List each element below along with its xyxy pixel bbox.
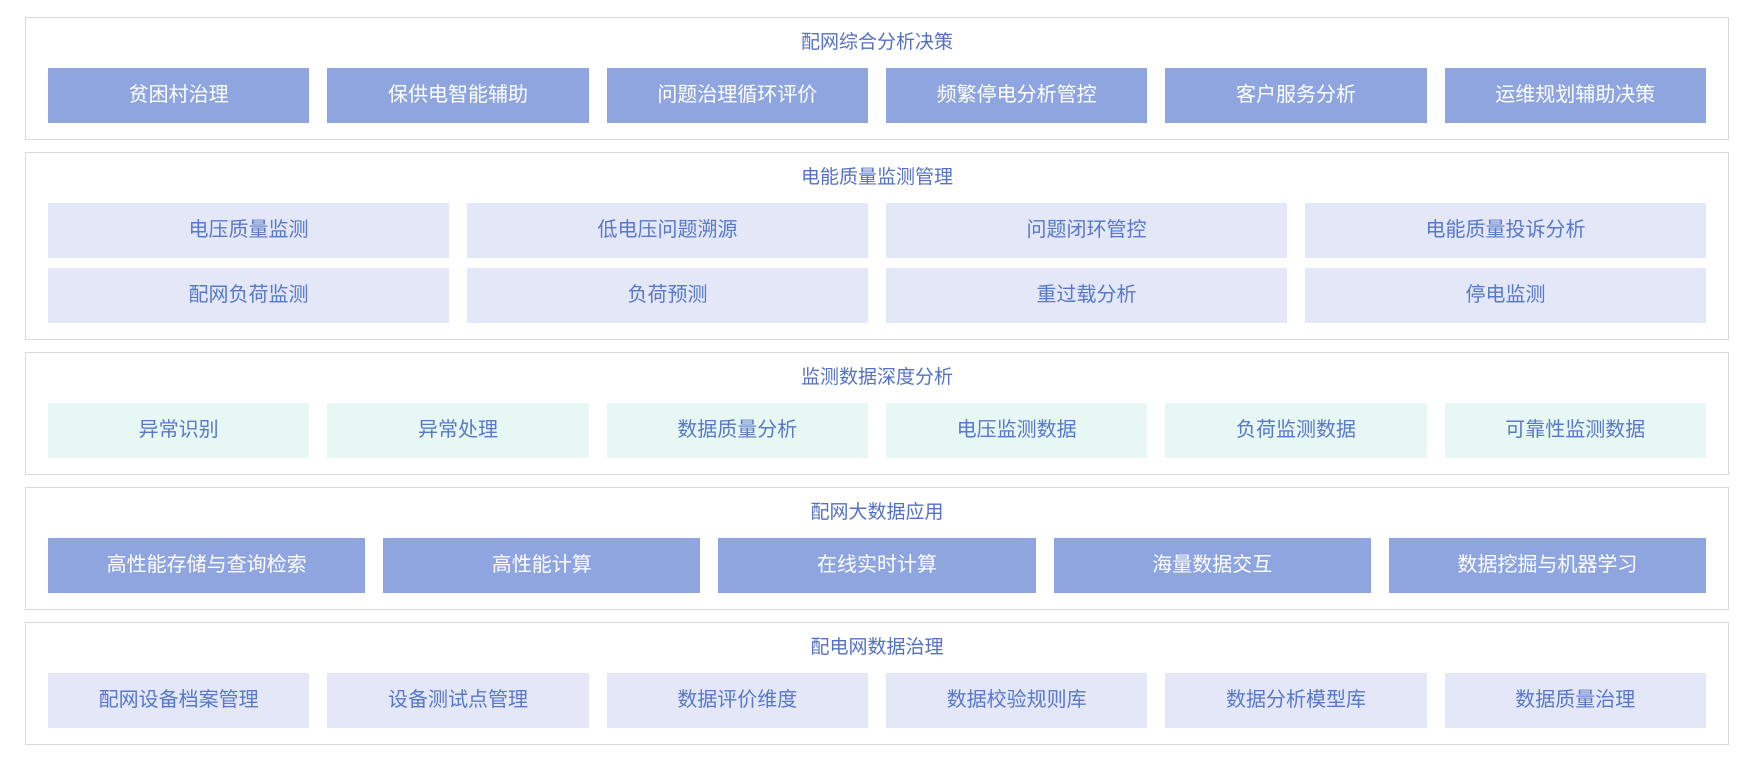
module-button[interactable]: 可靠性监测数据 [1444,403,1706,458]
module-button[interactable]: 问题治理循环评价 [606,68,868,123]
module-button[interactable]: 运维规划辅助决策 [1444,68,1706,123]
module-button[interactable]: 高性能存储与查询检索 [48,538,366,593]
module-button[interactable]: 电能质量投诉分析 [1305,203,1706,258]
section-panel-distribution-big-data-application: 配网大数据应用高性能存储与查询检索高性能计算在线实时计算海量数据交互数据挖掘与机… [25,487,1729,610]
module-button[interactable]: 数据质量治理 [1444,673,1706,728]
module-button-row: 电压质量监测低电压问题溯源问题闭环管控电能质量投诉分析 [48,203,1706,258]
section-panel-distribution-analysis-decision: 配网综合分析决策贫困村治理保供电智能辅助问题治理循环评价频繁停电分析管控客户服务… [25,17,1729,140]
module-button[interactable]: 负荷监测数据 [1165,403,1427,458]
section-title: 电能质量监测管理 [800,167,953,188]
section-title: 配网综合分析决策 [800,32,953,53]
module-button-row: 贫困村治理保供电智能辅助问题治理循环评价频繁停电分析管控客户服务分析运维规划辅助… [48,68,1706,123]
module-button[interactable]: 重过载分析 [886,268,1287,323]
function-architecture-page: 配网综合分析决策贫困村治理保供电智能辅助问题治理循环评价频繁停电分析管控客户服务… [25,17,1729,745]
module-button[interactable]: 数据校验规则库 [885,673,1148,728]
module-button[interactable]: 配网负荷监测 [48,268,449,323]
section-panel-power-quality-monitoring: 电能质量监测管理电压质量监测低电压问题溯源问题闭环管控电能质量投诉分析配网负荷监… [25,152,1729,340]
module-button[interactable]: 配网设备档案管理 [48,673,310,728]
module-button[interactable]: 数据挖掘与机器学习 [1388,538,1707,593]
module-button[interactable]: 海量数据交互 [1053,538,1371,593]
section-title: 配电网数据治理 [810,637,944,658]
module-button[interactable]: 频繁停电分析管控 [885,68,1148,123]
section-title: 监测数据深度分析 [800,367,953,388]
module-button[interactable]: 数据分析模型库 [1165,673,1427,728]
module-button[interactable]: 异常处理 [327,403,589,458]
section-panel-monitoring-data-deep-analysis: 监测数据深度分析异常识别异常处理数据质量分析电压监测数据负荷监测数据可靠性监测数… [25,352,1729,475]
module-button[interactable]: 保供电智能辅助 [327,68,589,123]
module-button[interactable]: 在线实时计算 [718,538,1036,593]
module-button[interactable]: 问题闭环管控 [886,203,1287,258]
module-button-row: 配网负荷监测负荷预测重过载分析停电监测 [48,268,1706,323]
module-button[interactable]: 电压监测数据 [885,403,1148,458]
module-button[interactable]: 客户服务分析 [1165,68,1427,123]
module-button-row: 配网设备档案管理设备测试点管理数据评价维度数据校验规则库数据分析模型库数据质量治… [48,673,1706,728]
module-button[interactable]: 高性能计算 [383,538,701,593]
module-button-row: 异常识别异常处理数据质量分析电压监测数据负荷监测数据可靠性监测数据 [48,403,1706,458]
section-panel-distribution-network-data-governance: 配电网数据治理配网设备档案管理设备测试点管理数据评价维度数据校验规则库数据分析模… [25,622,1729,745]
module-button[interactable]: 电压质量监测 [48,203,449,258]
module-button[interactable]: 贫困村治理 [48,68,310,123]
module-button[interactable]: 异常识别 [48,403,310,458]
module-button[interactable]: 数据质量分析 [606,403,868,458]
module-button[interactable]: 数据评价维度 [606,673,868,728]
module-button-row: 高性能存储与查询检索高性能计算在线实时计算海量数据交互数据挖掘与机器学习 [48,538,1707,593]
module-button[interactable]: 负荷预测 [467,268,868,323]
section-title: 配网大数据应用 [810,502,944,523]
module-button[interactable]: 低电压问题溯源 [467,203,868,258]
module-button[interactable]: 设备测试点管理 [327,673,589,728]
module-button[interactable]: 停电监测 [1305,268,1706,323]
